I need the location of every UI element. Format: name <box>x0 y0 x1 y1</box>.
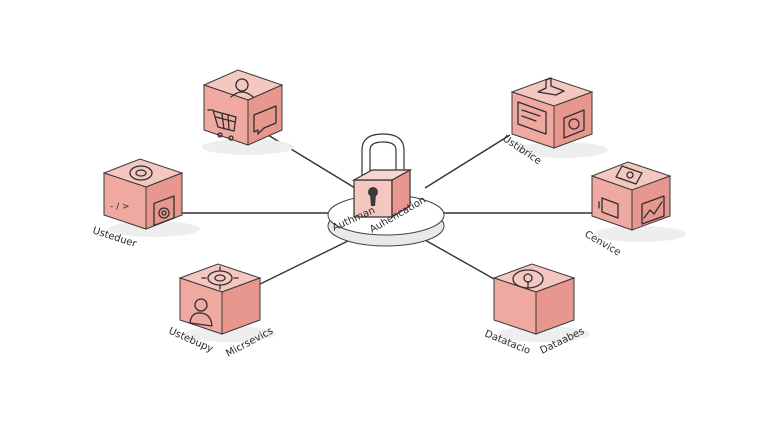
svg-text:- / >: - / > <box>110 202 130 212</box>
chat-bubble-icon <box>253 105 277 135</box>
factory-icon <box>537 77 565 96</box>
node-micro[interactable] <box>178 263 276 342</box>
target-icon <box>129 165 153 181</box>
connector-service-top <box>424 134 511 189</box>
document-icon <box>517 101 547 135</box>
connector-micro <box>251 239 351 289</box>
gear-icon <box>153 195 175 227</box>
user-icon <box>230 78 254 98</box>
node-service-top[interactable] <box>510 77 608 158</box>
connectors <box>180 134 598 289</box>
node-user-dev[interactable]: - / > <box>102 158 200 237</box>
node-service-right[interactable] <box>590 161 686 242</box>
user-icon <box>189 298 213 327</box>
database-icon <box>512 269 544 289</box>
node-shop[interactable] <box>202 69 294 155</box>
node-database[interactable] <box>492 263 590 342</box>
gear-icon <box>201 266 239 290</box>
code-icon: - / > <box>110 202 130 212</box>
battery-icon <box>598 197 619 219</box>
padlock-icon <box>351 133 413 219</box>
shopping-cart-icon <box>207 109 237 141</box>
chart-icon <box>641 195 665 225</box>
auth-hub[interactable]: Authman Auhencation <box>327 133 445 247</box>
circle-icon <box>563 109 585 139</box>
camera-icon <box>615 165 643 185</box>
